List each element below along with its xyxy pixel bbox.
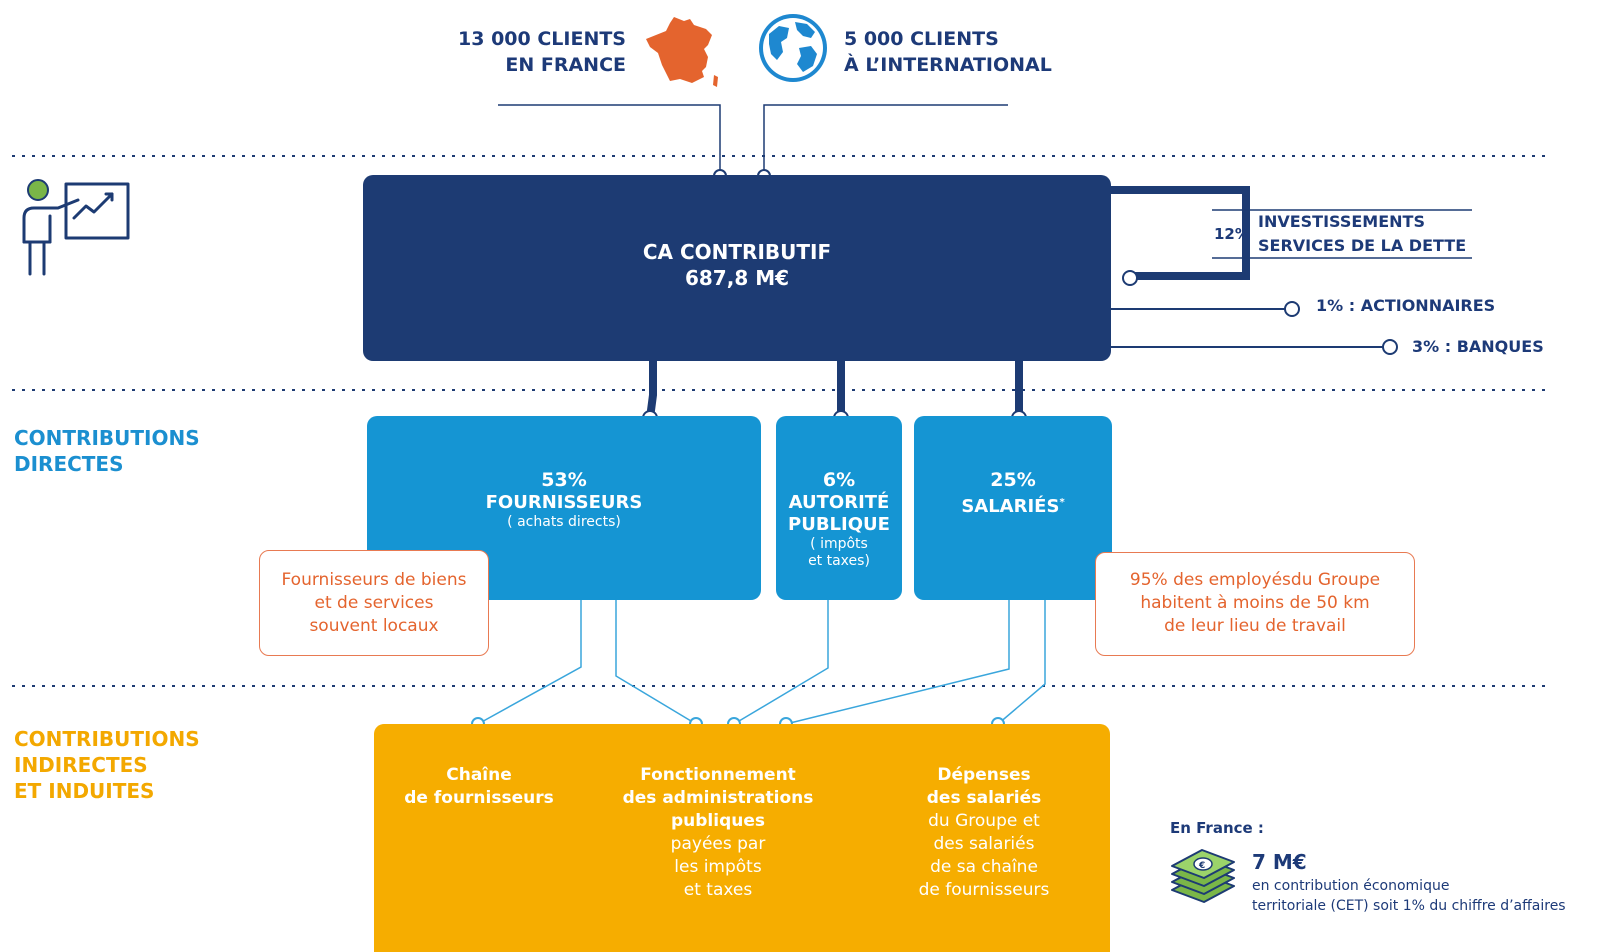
admin-line5: les impôts: [674, 857, 762, 877]
spending-line3: du Groupe et: [928, 811, 1040, 831]
section-indirect-title: CONTRIBUTIONS INDIRECTES ET INDUITES: [14, 726, 200, 804]
france-map-icon: [646, 17, 718, 87]
investments-line2: SERVICES DE LA DETTE: [1258, 236, 1467, 255]
admin-bold2: des administrations: [622, 788, 814, 808]
chain-line2: de fournisseurs: [404, 788, 554, 808]
suppliers-note: Fournisseurs de biens et de services sou…: [259, 550, 489, 656]
suppliers-note-line1: Fournisseurs de biens: [281, 570, 467, 590]
spending-bold1: Dépenses: [937, 765, 1031, 785]
suppliers-note-line2: et de services: [314, 593, 434, 613]
admin-line4: payées par: [670, 834, 766, 854]
section-direct-line2: DIRECTES: [14, 452, 124, 476]
cet-amount: 7 M€: [1252, 850, 1307, 874]
employees-label: SALARIÉS: [961, 496, 1060, 517]
clients-france-line1: 13 000 CLIENTS: [458, 28, 626, 50]
admin-column: Fonctionnement des administrations publi…: [608, 764, 828, 902]
admin-bold3: publiques: [670, 811, 765, 831]
clients-france-line2: EN FRANCE: [505, 54, 626, 76]
cet-line1: en contribution économique: [1252, 878, 1450, 894]
investments-pct: 12%: [1214, 225, 1250, 243]
presenter-chart-icon: [22, 179, 130, 276]
ca-contributif-box: CA CONTRIBUTIF 687,8 M€: [363, 175, 1111, 361]
admin-bold1: Fonctionnement: [640, 765, 796, 785]
cet-description: en contribution économique territoriale …: [1252, 876, 1592, 916]
authority-pct: 6%: [822, 469, 856, 491]
authority-sub1: ( impôts: [810, 536, 868, 552]
employees-note: 95% des employésdu Groupe habitent à moi…: [1095, 552, 1415, 656]
employees-label-wrap: SALARIÉS*: [914, 492, 1112, 518]
admin-line6: et taxes: [683, 880, 753, 900]
spending-bold2: des salariés: [926, 788, 1042, 808]
section-direct-title: CONTRIBUTIONS DIRECTES: [14, 425, 200, 477]
ca-amount: 687,8 M€: [684, 266, 790, 290]
chain-column: Chaîne de fournisseurs: [384, 764, 574, 810]
globe-icon: [759, 14, 827, 82]
suppliers-pct: 53%: [541, 469, 587, 491]
employees-note-line2: habitent à moins de 50 km: [1140, 593, 1370, 613]
spending-line5: de sa chaîne: [930, 857, 1038, 877]
suppliers-sub: ( achats directs): [507, 514, 621, 530]
spending-column: Dépenses des salariés du Groupe et des s…: [884, 764, 1084, 902]
section-indirect-line1: CONTRIBUTIONS: [14, 727, 200, 751]
authority-sub2: et taxes): [808, 553, 870, 569]
section-indirect-line2: INDIRECTES: [14, 753, 148, 777]
cet-line2: territoriale (CET) soit 1% du chiffre d’…: [1252, 898, 1566, 914]
employees-note-line1: 95% des employésdu Groupe: [1129, 570, 1381, 590]
ca-title: CA CONTRIBUTIF: [642, 240, 832, 264]
money-stack-icon: €: [1171, 849, 1235, 903]
clients-international-line1: 5 000 CLIENTS: [844, 28, 999, 50]
shareholders-label: 1% : ACTIONNAIRES: [1316, 296, 1496, 315]
authority-label1: AUTORITÉ: [788, 492, 890, 513]
clients-international-line2: À L’INTERNATIONAL: [844, 54, 1052, 76]
clients-france-label: 13 000 CLIENTS EN FRANCE: [432, 26, 626, 78]
clients-international-label: 5 000 CLIENTS À L’INTERNATIONAL: [844, 26, 1144, 78]
authority-label2: PUBLIQUE: [788, 514, 890, 535]
chain-line1: Chaîne: [446, 765, 512, 785]
investments-label: INVESTISSEMENTS SERVICES DE LA DETTE: [1258, 210, 1466, 258]
section-indirect-line3: ET INDUITES: [14, 779, 155, 803]
investments-line1: INVESTISSEMENTS: [1258, 212, 1425, 231]
employees-footnote-mark: *: [1059, 497, 1065, 508]
employees-note-line3: de leur lieu de travail: [1164, 616, 1346, 636]
employees-pct: 25%: [990, 469, 1036, 491]
employees-box: 25% SALARIÉS*: [914, 416, 1112, 600]
svg-text:€: €: [1198, 861, 1205, 871]
section-direct-line1: CONTRIBUTIONS: [14, 426, 200, 450]
suppliers-note-line3: souvent locaux: [309, 616, 439, 636]
authority-box: 6% AUTORITÉ PUBLIQUE ( impôts et taxes): [776, 416, 902, 600]
spending-line4: des salariés: [933, 834, 1035, 854]
cet-header: En France :: [1170, 819, 1264, 837]
suppliers-label: FOURNISSEURS: [485, 492, 643, 513]
spending-line6: de fournisseurs: [918, 880, 1050, 900]
banks-label: 3% : BANQUES: [1412, 337, 1544, 356]
indirect-contributions-box: Chaîne de fournisseurs Fonctionnement de…: [374, 724, 1110, 952]
